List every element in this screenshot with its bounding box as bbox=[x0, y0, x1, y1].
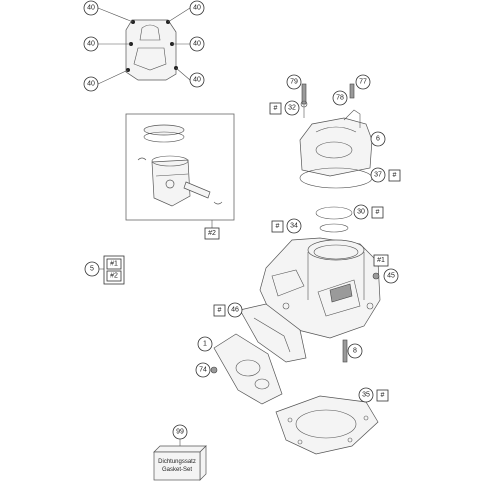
exhaust-flange bbox=[210, 333, 283, 405]
tag-set-2[interactable]: #2 bbox=[106, 270, 122, 282]
callout-1[interactable]: 1 bbox=[197, 336, 213, 352]
callout-77[interactable]: 77 bbox=[355, 74, 371, 90]
callout-78[interactable]: 78 bbox=[332, 90, 348, 106]
callout-40-bottom-right[interactable]: 40 bbox=[189, 72, 205, 88]
cylinder bbox=[259, 223, 381, 339]
callout-40-top-right[interactable]: 40 bbox=[189, 0, 205, 16]
callout-46[interactable]: 46 bbox=[227, 302, 243, 318]
tag-hash-46[interactable]: # bbox=[213, 304, 226, 317]
flange-gasket bbox=[239, 303, 307, 363]
callout-8[interactable]: 8 bbox=[347, 343, 363, 359]
svg-text:32: 32 bbox=[288, 105, 296, 112]
svg-text:46: 46 bbox=[231, 307, 239, 314]
tag-set-1[interactable]: #1 bbox=[106, 258, 122, 270]
svg-text:40: 40 bbox=[87, 41, 95, 48]
svg-text:40: 40 bbox=[87, 5, 95, 12]
svg-text:#: # bbox=[381, 392, 385, 399]
svg-text:35: 35 bbox=[362, 392, 370, 399]
template-plate bbox=[97, 7, 191, 85]
tag-hash-32[interactable]: # bbox=[269, 102, 282, 115]
svg-text:#: # bbox=[218, 307, 222, 314]
svg-text:45: 45 bbox=[387, 273, 395, 280]
callout-37[interactable]: 37 bbox=[370, 167, 386, 183]
tag-hash-34[interactable]: # bbox=[271, 220, 284, 233]
gasket-set-box bbox=[153, 445, 207, 481]
svg-text:#: # bbox=[276, 223, 280, 230]
set-bracket bbox=[103, 255, 125, 285]
svg-text:99: 99 bbox=[176, 429, 184, 436]
svg-text:#2: #2 bbox=[110, 273, 118, 280]
callout-40-mid-right[interactable]: 40 bbox=[189, 36, 205, 52]
svg-text:74: 74 bbox=[199, 367, 207, 374]
o-ring bbox=[315, 206, 353, 220]
svg-text:79: 79 bbox=[290, 79, 298, 86]
callout-40-bottom-left[interactable]: 40 bbox=[83, 76, 99, 92]
callout-6[interactable]: 6 bbox=[370, 131, 386, 147]
callout-32[interactable]: 32 bbox=[284, 100, 300, 116]
tag-set-2-piston[interactable]: #2 bbox=[204, 227, 220, 240]
cylinder-head bbox=[299, 83, 373, 189]
svg-text:#1: #1 bbox=[377, 257, 385, 264]
svg-text:37: 37 bbox=[374, 172, 382, 179]
svg-text:34: 34 bbox=[290, 223, 298, 230]
svg-text:#: # bbox=[376, 209, 380, 216]
svg-text:1: 1 bbox=[203, 341, 207, 348]
callout-40-mid-left[interactable]: 40 bbox=[83, 36, 99, 52]
svg-text:#1: #1 bbox=[110, 261, 118, 268]
callout-79[interactable]: 79 bbox=[286, 74, 302, 90]
stud bbox=[342, 339, 348, 363]
svg-text:40: 40 bbox=[87, 81, 95, 88]
base-gasket bbox=[275, 395, 379, 455]
plug bbox=[372, 272, 380, 280]
callout-34[interactable]: 34 bbox=[286, 218, 302, 234]
svg-text:5: 5 bbox=[90, 266, 94, 273]
callout-40-top-left[interactable]: 40 bbox=[83, 0, 99, 16]
svg-text:77: 77 bbox=[359, 79, 367, 86]
callout-5[interactable]: 5 bbox=[84, 261, 100, 277]
svg-text:#: # bbox=[393, 172, 397, 179]
callout-99[interactable]: 99 bbox=[172, 424, 188, 440]
svg-text:40: 40 bbox=[193, 5, 201, 12]
svg-text:8: 8 bbox=[353, 348, 357, 355]
svg-text:78: 78 bbox=[336, 95, 344, 102]
callout-45[interactable]: 45 bbox=[383, 268, 399, 284]
callout-30[interactable]: 30 bbox=[353, 204, 369, 220]
callout-35[interactable]: 35 bbox=[358, 387, 374, 403]
svg-text:#2: #2 bbox=[208, 230, 216, 237]
svg-text:#: # bbox=[274, 105, 278, 112]
svg-text:40: 40 bbox=[193, 41, 201, 48]
gasket-set-label-de: Dichtungssatz bbox=[158, 459, 196, 465]
svg-text:30: 30 bbox=[357, 209, 365, 216]
callout-74[interactable]: 74 bbox=[195, 362, 211, 378]
tag-hash-37[interactable]: # bbox=[388, 169, 401, 182]
tag-set-1-cylinder[interactable]: #1 bbox=[373, 254, 389, 267]
piston-kit-box bbox=[125, 113, 235, 228]
svg-text:6: 6 bbox=[376, 136, 380, 143]
tag-hash-30[interactable]: # bbox=[371, 206, 384, 219]
gasket-set-label-en: Gasket-Set bbox=[162, 467, 192, 473]
tag-hash-35[interactable]: # bbox=[376, 389, 389, 402]
svg-text:40: 40 bbox=[193, 77, 201, 84]
